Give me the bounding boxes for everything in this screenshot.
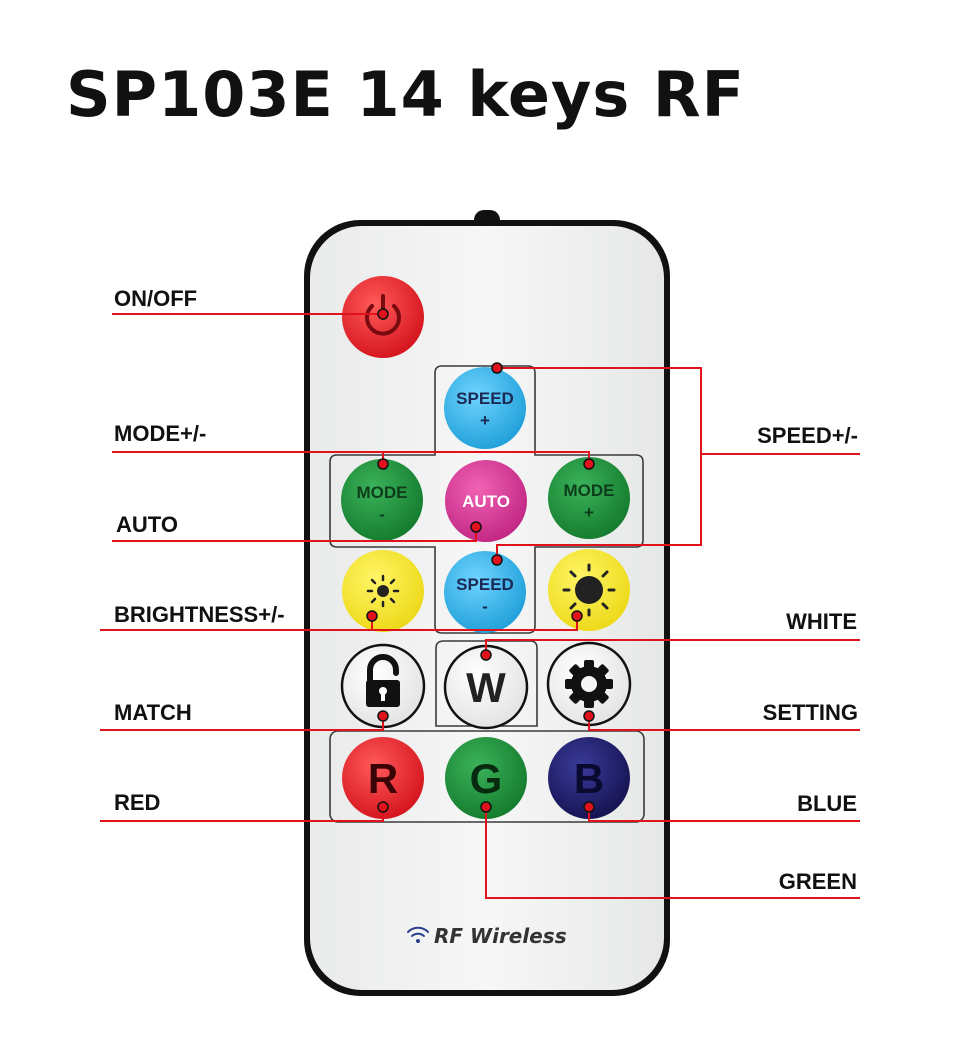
callout-dots bbox=[366, 308, 595, 813]
setting-button[interactable] bbox=[546, 641, 632, 727]
sun-large-icon bbox=[562, 563, 616, 617]
wifi-icon bbox=[407, 926, 429, 943]
green-label: G bbox=[470, 755, 503, 802]
callout-match: MATCH bbox=[114, 700, 192, 725]
blue-button[interactable]: B bbox=[548, 737, 630, 819]
speed-down-button[interactable]: SPEED - bbox=[444, 551, 526, 633]
padlock-icon bbox=[366, 654, 400, 707]
mode-up-sign: + bbox=[584, 503, 594, 522]
callout-setting: SETTING bbox=[763, 700, 858, 725]
caption-text: RF Wireless bbox=[434, 924, 567, 948]
rf-wireless-caption: RF Wireless bbox=[407, 924, 567, 948]
red-button[interactable]: R bbox=[342, 737, 424, 819]
brightness-down-button[interactable] bbox=[342, 550, 424, 632]
callout-on-off: ON/OFF bbox=[114, 286, 197, 311]
mode-up-button[interactable]: MODE + bbox=[548, 457, 630, 539]
callout-red: RED bbox=[114, 790, 160, 815]
green-button[interactable]: G bbox=[445, 737, 527, 819]
mode-down-button[interactable]: MODE - bbox=[341, 459, 423, 541]
sun-small-icon bbox=[366, 574, 400, 608]
callout-blue: BLUE bbox=[797, 791, 857, 816]
callout-mode: MODE+/- bbox=[114, 421, 206, 446]
mode-down-label: MODE bbox=[357, 483, 408, 502]
gear-icon bbox=[565, 660, 613, 708]
callout-brightness: BRIGHTNESS+/- bbox=[114, 602, 285, 627]
brightness-up-button[interactable] bbox=[548, 549, 630, 631]
blue-label: B bbox=[574, 755, 604, 802]
page-title: SP103E 14 keys RF bbox=[66, 58, 745, 131]
callout-white: WHITE bbox=[786, 609, 857, 634]
callout-speed: SPEED+/- bbox=[757, 423, 858, 448]
red-label: R bbox=[368, 755, 398, 802]
speed-down-sign: - bbox=[482, 597, 488, 616]
speed-up-sign: + bbox=[480, 411, 490, 430]
callout-green: GREEN bbox=[779, 869, 857, 894]
white-button[interactable]: W bbox=[443, 644, 529, 730]
white-label: W bbox=[466, 664, 506, 711]
mode-up-label: MODE bbox=[564, 481, 615, 500]
speed-up-button[interactable]: SPEED + bbox=[444, 367, 526, 449]
auto-label: AUTO bbox=[462, 492, 510, 511]
callout-auto: AUTO bbox=[116, 512, 178, 537]
speed-down-label: SPEED bbox=[456, 575, 514, 594]
callout-labels: ON/OFF MODE+/- AUTO BRIGHTNESS+/- MATCH … bbox=[114, 286, 858, 894]
speed-up-label: SPEED bbox=[456, 389, 514, 408]
mode-down-sign: - bbox=[379, 505, 385, 524]
auto-button[interactable]: AUTO bbox=[445, 460, 527, 542]
